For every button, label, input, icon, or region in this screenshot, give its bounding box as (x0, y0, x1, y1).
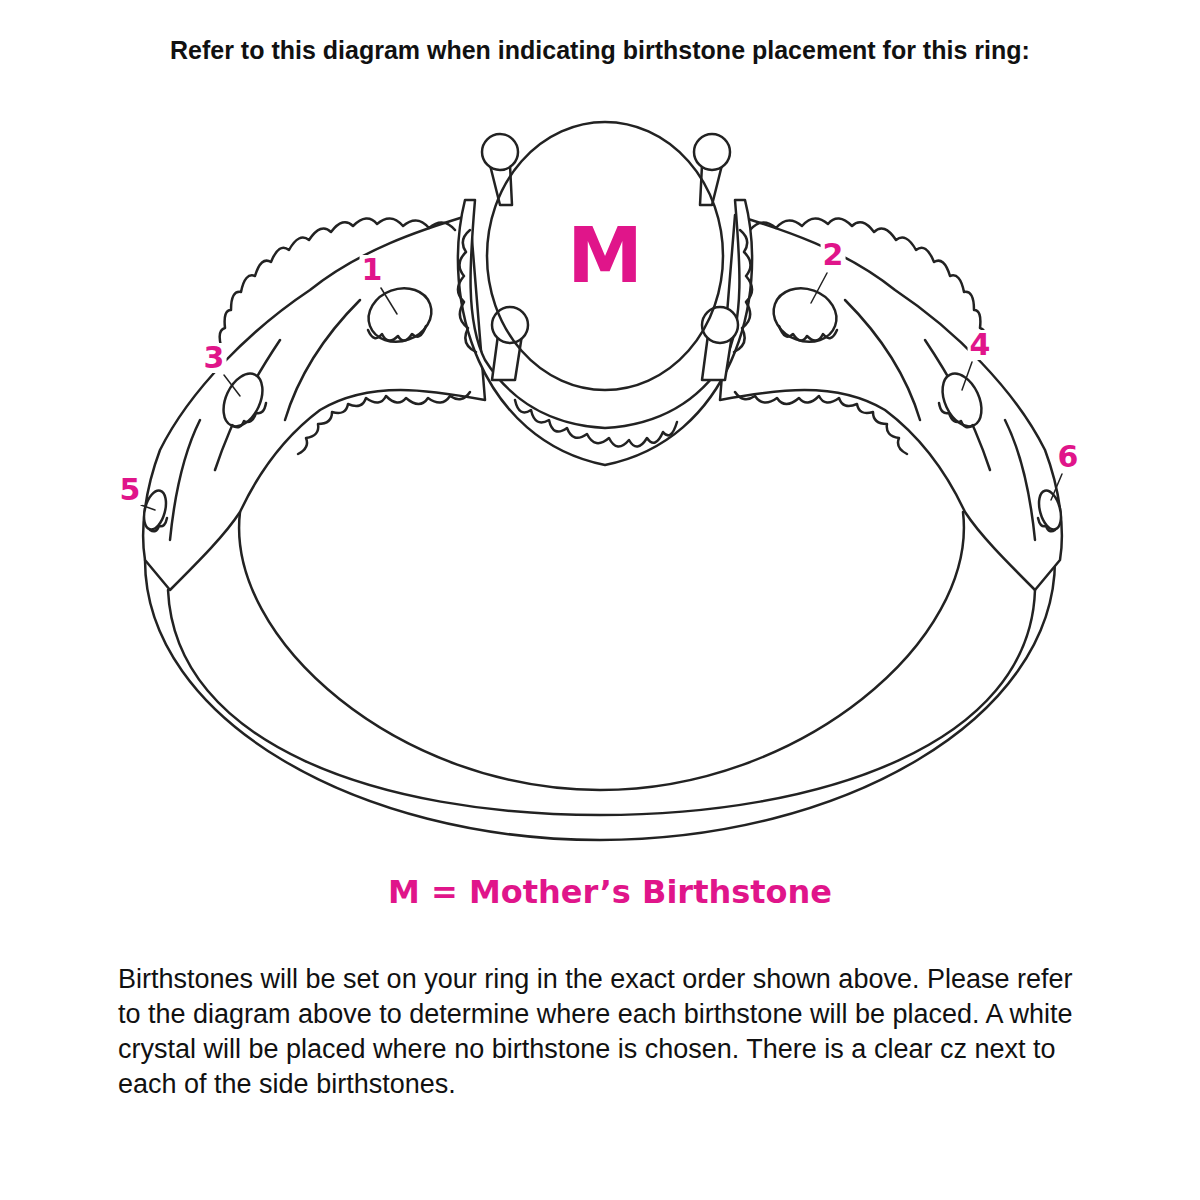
leader-line (811, 273, 827, 303)
ring-shoulder (720, 215, 1065, 590)
shoulder-scallops (170, 218, 470, 540)
leader-line (141, 505, 155, 510)
ring-shoulder-mirror (720, 215, 1065, 590)
key-note: M = Mother’s Birthstone (388, 873, 832, 911)
side-stone-1 (361, 280, 439, 351)
prong-tip (482, 134, 518, 170)
ring-shoulder (140, 215, 485, 590)
callout-number: 6 (1056, 442, 1081, 472)
callout-number: 3 (202, 343, 227, 373)
halo-scallops (515, 400, 677, 447)
twist-line (285, 300, 360, 420)
center-stone: M (485, 120, 725, 392)
callout-number: 1 (360, 255, 385, 285)
leader-line (381, 288, 397, 314)
ring-band (145, 512, 1055, 840)
stone-setting (150, 518, 167, 531)
twist-line (170, 420, 200, 540)
caption-note: Birthstones will be set on your ring in … (118, 962, 1098, 1102)
diagram-title: Refer to this diagram when indicating bi… (170, 36, 1030, 65)
stone-letter: M (567, 218, 643, 294)
callout-number: 5 (118, 475, 143, 505)
side-stone-5 (140, 488, 170, 532)
band-inner-edge (168, 590, 1035, 815)
band-opening (239, 512, 964, 790)
stone-setting (368, 326, 426, 341)
shoulder-outline (143, 215, 485, 590)
band-outer (145, 560, 1055, 840)
scallop (298, 392, 470, 454)
halo-scallops (458, 230, 476, 352)
leader-lines (141, 273, 1062, 510)
stone-oval (487, 122, 723, 390)
stone-setting (232, 403, 266, 427)
ring-head (458, 134, 752, 465)
prong-tip (694, 134, 730, 170)
leader-line (962, 362, 972, 390)
callout-number: 4 (968, 330, 993, 360)
leader-line (224, 375, 240, 396)
callout-number: 2 (821, 240, 846, 270)
side-stone-3 (216, 367, 270, 432)
halo-outer (458, 200, 752, 465)
leader-line (1051, 474, 1062, 500)
